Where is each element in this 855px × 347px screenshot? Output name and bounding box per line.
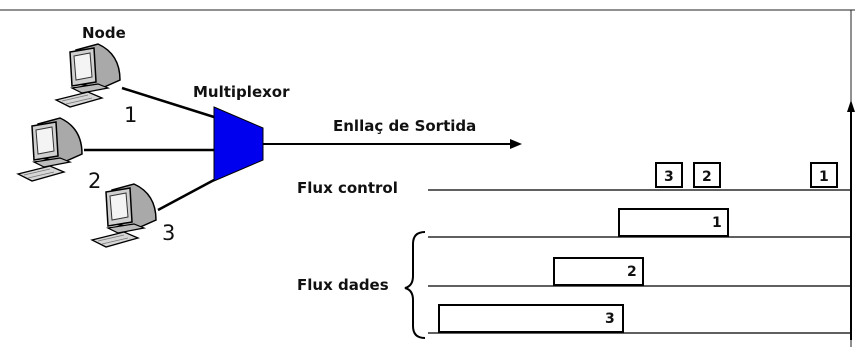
multiplexor-label: Multiplexor	[193, 83, 290, 101]
node-number-1: 1	[124, 103, 137, 127]
control-packet-2	[693, 162, 721, 188]
control-packet-3	[655, 162, 683, 188]
data-packet-3	[438, 304, 624, 333]
control-packet-1	[810, 162, 838, 188]
data-packet-1	[618, 208, 729, 237]
computer-icon-3	[91, 183, 157, 248]
data-packet-3-label: 3	[605, 311, 615, 327]
output-link-arrowhead	[510, 139, 522, 149]
data-flow-label: Flux dades	[297, 276, 389, 294]
data-packet-1-label: 1	[712, 215, 722, 231]
computer-icon-1	[55, 43, 121, 108]
control-packet-2-label: 2	[702, 169, 712, 185]
link-node-3	[157, 178, 215, 212]
data-flow-brace	[404, 231, 426, 339]
computer-icon-2	[17, 117, 83, 182]
control-flow-label: Flux control	[297, 179, 398, 197]
time-axis-arrowhead	[847, 100, 855, 112]
data-packet-2-label: 2	[627, 264, 637, 280]
node-number-2: 2	[88, 169, 101, 193]
control-packet-1-label: 1	[819, 169, 829, 185]
multiplexor-shape	[213, 106, 264, 182]
node-number-3: 3	[162, 221, 175, 245]
link-node-1	[121, 86, 215, 119]
control-packet-3-label: 3	[664, 169, 674, 185]
data-packet-2	[553, 257, 644, 286]
node-label: Node	[82, 24, 126, 42]
output-link-label: Enllaç de Sortida	[333, 117, 476, 135]
